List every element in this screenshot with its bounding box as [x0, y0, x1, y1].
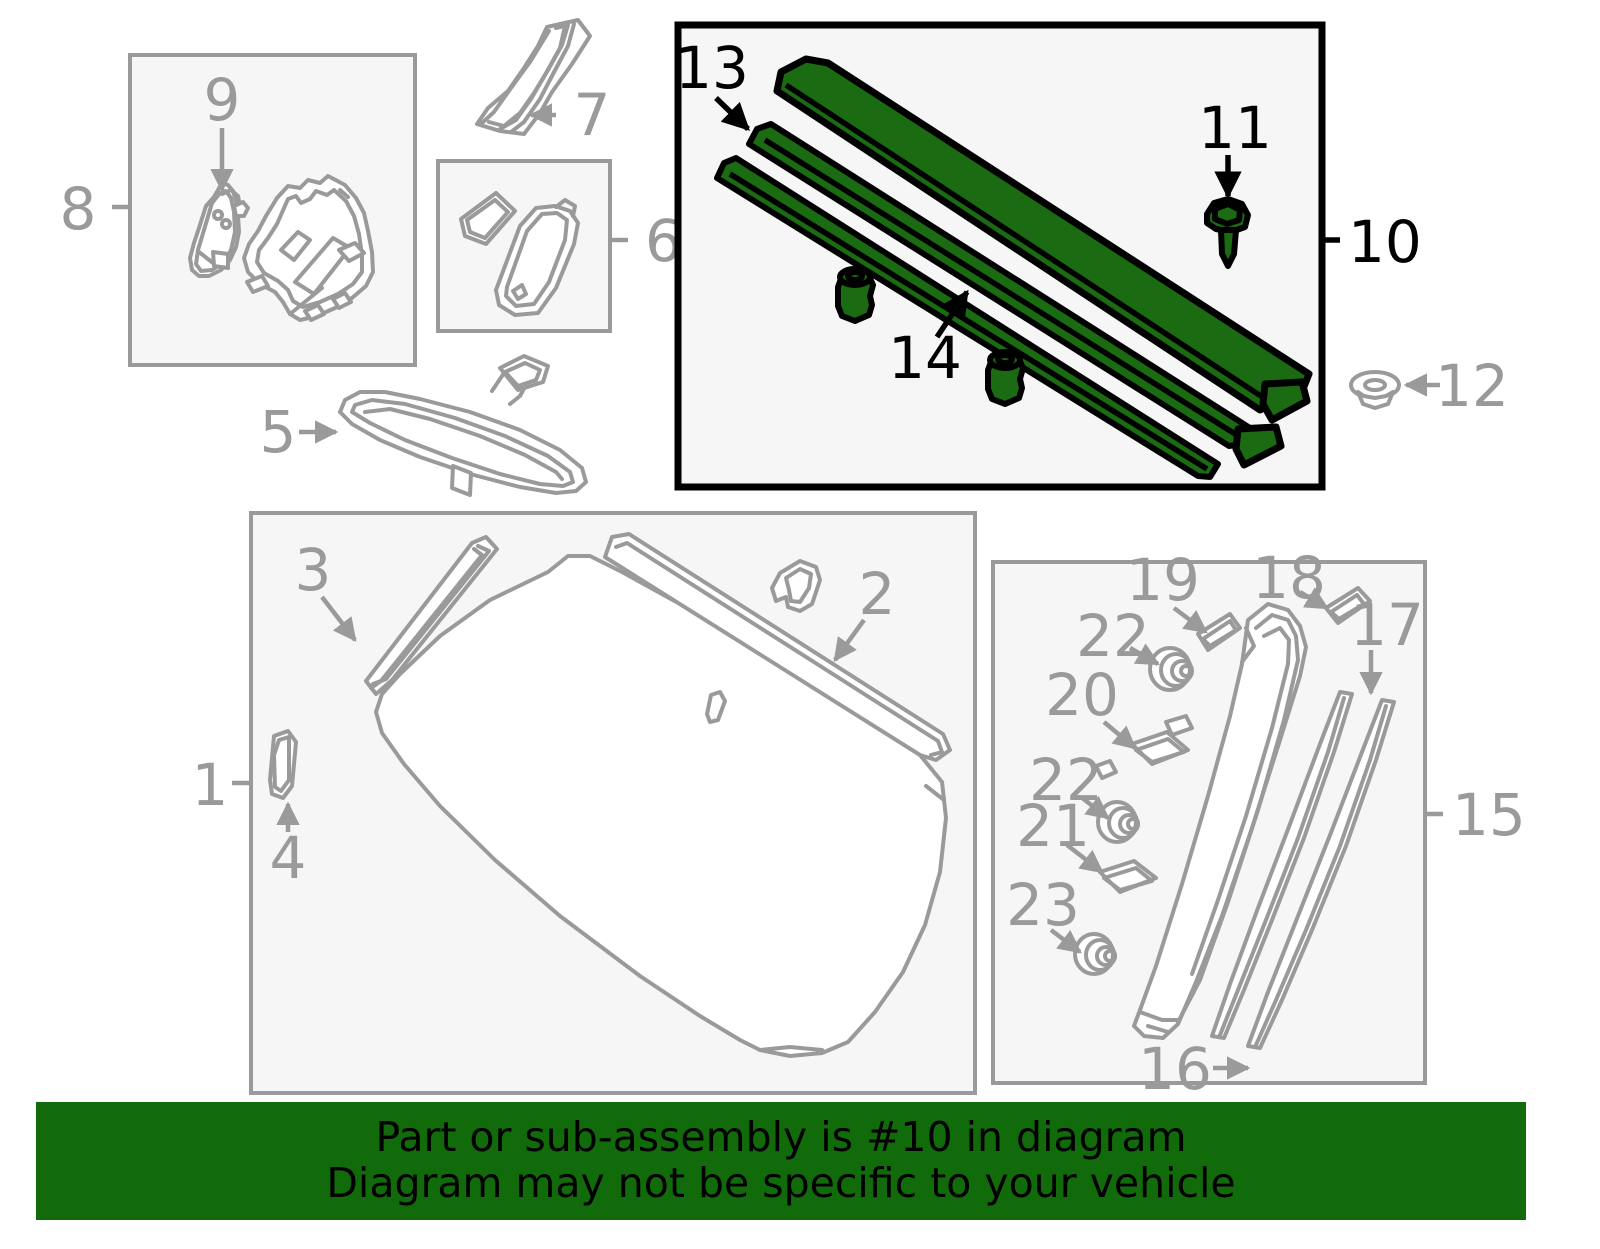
callout-22a-label: 22 — [1076, 602, 1150, 670]
callout-23: 23 — [1006, 871, 1082, 954]
panel-roof-molding-10 — [674, 21, 1326, 491]
callout-12-label: 12 — [1435, 352, 1509, 420]
callout-19-label: 19 — [1126, 546, 1200, 614]
callout-6: 6 — [610, 207, 682, 275]
callout-23-label: 23 — [1006, 871, 1080, 939]
callout-22a: 22 — [1076, 602, 1161, 670]
part-5-mirror — [338, 354, 588, 497]
callout-2: 2 — [833, 560, 896, 662]
part-18-clip — [1324, 586, 1372, 625]
part-20-clip — [1130, 714, 1194, 766]
callout-7: 7 — [528, 81, 611, 149]
callout-11: 11 — [1198, 94, 1272, 199]
banner-line-1: Part or sub-assembly is #10 in diagram — [375, 1113, 1187, 1162]
callout-13-label: 13 — [675, 34, 749, 102]
part-2-clip — [770, 559, 822, 613]
part-12-nut — [1349, 370, 1401, 410]
part-17-weatherstrip — [1246, 698, 1396, 1050]
callout-8: 8 — [60, 175, 130, 243]
highlight-notice-banner: Part or sub-assembly is #10 in diagram D… — [36, 1102, 1526, 1220]
callout-20-label: 20 — [1045, 661, 1119, 729]
part-block-a — [1259, 378, 1311, 424]
callout-18: 18 — [1252, 544, 1330, 612]
callout-19: 19 — [1126, 546, 1208, 634]
callout-1-label: 1 — [192, 751, 229, 819]
callout-10-label: 10 — [1348, 208, 1422, 276]
callout-4: 4 — [270, 801, 307, 892]
part-glass-spacer — [705, 690, 727, 724]
panel-bracket-8 — [128, 53, 417, 367]
callout-17-label: 17 — [1350, 591, 1424, 659]
part-3-molding — [364, 535, 499, 696]
callout-8-label: 8 — [60, 175, 97, 243]
part-7-strip — [475, 18, 592, 136]
callout-7-label: 7 — [574, 81, 611, 149]
callout-14-label: 14 — [888, 324, 962, 392]
callout-21: 21 — [1016, 792, 1104, 874]
callout-13: 13 — [675, 34, 750, 131]
part-4-strip — [268, 729, 298, 800]
callout-9-label: 9 — [204, 66, 241, 134]
callout-4-label: 4 — [270, 824, 307, 892]
callout-12: 12 — [1403, 352, 1509, 420]
part-19-clip — [1196, 612, 1242, 652]
part-block-b — [1232, 423, 1285, 469]
callout-3-label: 3 — [295, 536, 332, 604]
callout-11-label: 11 — [1198, 94, 1272, 162]
banner-line-2: Diagram may not be specific to your vehi… — [326, 1159, 1236, 1207]
callout-15: 15 — [1425, 781, 1526, 849]
panel-pillar-trim-15 — [991, 560, 1427, 1085]
callout-2-label: 2 — [859, 560, 896, 628]
part-23-grommet — [1073, 932, 1117, 976]
panel-sensor-6 — [436, 159, 612, 333]
part-22a-grommet — [1148, 646, 1194, 692]
callout-21-label: 21 — [1016, 792, 1090, 860]
callout-16-label: 16 — [1138, 1035, 1212, 1103]
grommet-upper — [835, 266, 876, 324]
callout-14: 14 — [888, 289, 970, 392]
callout-20: 20 — [1045, 661, 1137, 750]
grommet-lower — [985, 349, 1026, 407]
callout-1: 1 — [192, 751, 251, 819]
callout-5-label: 5 — [260, 398, 297, 466]
part-2-molding — [603, 532, 952, 762]
part-16-pillar-trim — [1132, 602, 1308, 1040]
callout-16: 16 — [1138, 1035, 1251, 1103]
part-9-bracket — [188, 181, 250, 278]
part-17b-weatherstrip — [1210, 690, 1354, 1040]
part-22b-grommet — [1096, 800, 1140, 844]
part-21-clip — [1098, 859, 1158, 894]
callout-5: 5 — [260, 398, 339, 466]
callout-22b-label: 22 — [1029, 746, 1103, 814]
panel-windshield-1 — [249, 511, 977, 1095]
callout-17: 17 — [1350, 591, 1424, 696]
part-22b-square — [1094, 759, 1118, 780]
part-11-clip — [1204, 196, 1251, 269]
callout-22b: 22 — [1029, 746, 1110, 820]
callout-9: 9 — [204, 66, 241, 193]
callout-3: 3 — [295, 536, 357, 642]
callout-10: 10 — [1322, 208, 1422, 276]
callout-15-label: 15 — [1452, 781, 1526, 849]
callout-18-label: 18 — [1252, 544, 1326, 612]
part-8-housing — [242, 174, 375, 322]
